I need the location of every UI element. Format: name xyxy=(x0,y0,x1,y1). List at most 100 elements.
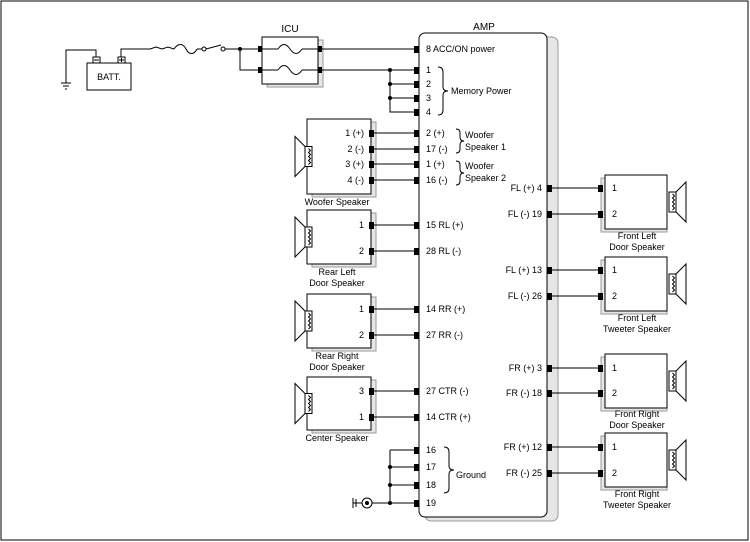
speaker-pin-marker xyxy=(369,161,374,168)
amp-left-pin-marker xyxy=(414,482,419,489)
amp-left-pin-marker xyxy=(414,161,419,168)
fusible-link-icon xyxy=(149,46,175,50)
speaker-pin-marker xyxy=(598,293,603,300)
amp-left-pin-marker xyxy=(414,464,419,471)
amp-right-pin-marker xyxy=(547,365,552,372)
amp-right-pin-label: FR (+) 3 xyxy=(509,363,542,373)
woofer2-label-line2: Speaker 2 xyxy=(465,173,506,183)
woofer2-brace xyxy=(455,160,465,186)
amp-right-pin-marker xyxy=(547,267,552,274)
amp-left-pin-marker xyxy=(414,248,419,255)
amp-left-pin-marker xyxy=(414,81,419,88)
amp-left-pin-label: 28 RL (-) xyxy=(426,246,461,256)
amp-right-pin-marker xyxy=(547,211,552,218)
speaker-pin-label: 1 xyxy=(612,442,617,452)
speaker-icon xyxy=(294,215,313,259)
amp-left-pin-marker xyxy=(414,222,419,229)
speaker-pin-label: 2 (-) xyxy=(348,144,365,154)
speaker-name: Rear Left xyxy=(318,267,356,277)
speaker-pin-marker xyxy=(369,130,374,137)
amp-right-pin-label: FL (-) 19 xyxy=(508,209,542,219)
speaker-pin-label: 1 xyxy=(359,412,364,422)
woofer1-label-line2: Speaker 1 xyxy=(465,142,506,152)
amp-left-pin-label: 16 xyxy=(426,445,436,455)
amp-right-pin-label: FL (+) 4 xyxy=(511,183,542,193)
speaker-name: Front Right xyxy=(615,409,660,419)
amp-left-pin-label: 17 (-) xyxy=(426,144,448,154)
speaker-name: Rear Right xyxy=(315,351,359,361)
speaker-pin-marker xyxy=(369,222,374,229)
speaker-name: Front Left xyxy=(618,231,657,241)
speaker-pin-label: 2 xyxy=(612,209,617,219)
amp-box xyxy=(418,32,548,518)
speaker-name: Woofer Speaker xyxy=(305,197,370,207)
speaker-icon xyxy=(668,359,687,403)
speaker-pin-marker xyxy=(369,332,374,339)
speaker-pin-label: 2 xyxy=(359,246,364,256)
speaker-box xyxy=(306,209,372,265)
speaker-pin-marker xyxy=(598,365,603,372)
amp-right-pin-marker xyxy=(547,293,552,300)
speaker-pin-label: 1 xyxy=(612,183,617,193)
speaker-pin-marker xyxy=(598,267,603,274)
speaker-pin-marker xyxy=(369,388,374,395)
amp-left-pin-marker xyxy=(414,67,419,74)
speaker-pin-label: 2 xyxy=(612,468,617,478)
left-speaker-unit: 1 (+)2 (-)3 (+)4 (-)Woofer Speaker xyxy=(294,118,414,207)
amp-left-pin-label: 1 xyxy=(426,65,431,75)
speaker-icon xyxy=(668,262,687,306)
speaker-pin-label: 2 xyxy=(612,291,617,301)
amp-right-pins: FL (+) 4 FL (-) 19 FL (+) 13 FL (-) 26 FR (+… xyxy=(504,183,552,478)
ignition-switch-icon xyxy=(205,44,222,50)
woofer1-brace xyxy=(455,128,465,154)
speaker-name: Door Speaker xyxy=(309,362,365,372)
speaker-pin-marker xyxy=(598,470,603,477)
speaker-pin-marker xyxy=(369,146,374,153)
amp-left-pin-marker xyxy=(414,388,419,395)
memory-power-label: Memory Power xyxy=(451,86,512,96)
amp-left-pin-marker xyxy=(414,447,419,454)
amp-left-pin-marker xyxy=(414,177,419,184)
speaker-name: Tweeter Speaker xyxy=(603,324,671,334)
woofer2-label-line1: Woofer xyxy=(465,161,494,171)
speaker-name: Front Left xyxy=(618,313,657,323)
speaker-pin-label: 2 xyxy=(612,388,617,398)
speaker-pin-label: 2 xyxy=(359,330,364,340)
amp-right-pin-label: FL (-) 26 xyxy=(508,291,542,301)
ground-label: Ground xyxy=(456,470,486,480)
speaker-name: Door Speaker xyxy=(609,420,665,430)
battery-ground-icon xyxy=(61,82,71,90)
speaker-pin-label: 1 xyxy=(612,265,617,275)
speaker-box xyxy=(306,118,372,195)
speaker-pin-label: 1 (+) xyxy=(345,128,364,138)
amp-left-pin-marker xyxy=(414,414,419,421)
speaker-pin-label: 3 xyxy=(359,386,364,396)
amp-right-pin-label: FR (-) 25 xyxy=(506,468,542,478)
speaker-icon xyxy=(668,180,687,224)
amp-right-pin-marker xyxy=(547,470,552,477)
speaker-pin-marker xyxy=(369,306,374,313)
speaker-icon xyxy=(294,382,313,425)
amp-right-pin-label: FL (+) 13 xyxy=(506,265,542,275)
speaker-pin-marker xyxy=(369,414,374,421)
amp-label: AMP xyxy=(473,22,495,33)
amp-right-pin-marker xyxy=(547,185,552,192)
speaker-pin-marker xyxy=(598,211,603,218)
left-speakers: 1 (+)2 (-)3 (+)4 (-)Woofer Speaker12Rear… xyxy=(294,118,414,443)
amp-left-pin-label: 17 xyxy=(426,462,436,472)
icu-box xyxy=(261,36,319,85)
speaker-pin-marker xyxy=(598,444,603,451)
speaker-name: Door Speaker xyxy=(609,242,665,252)
amp-left-pin-marker xyxy=(414,130,419,137)
speaker-pin-marker xyxy=(598,185,603,192)
amp-left-pin-marker xyxy=(414,306,419,313)
